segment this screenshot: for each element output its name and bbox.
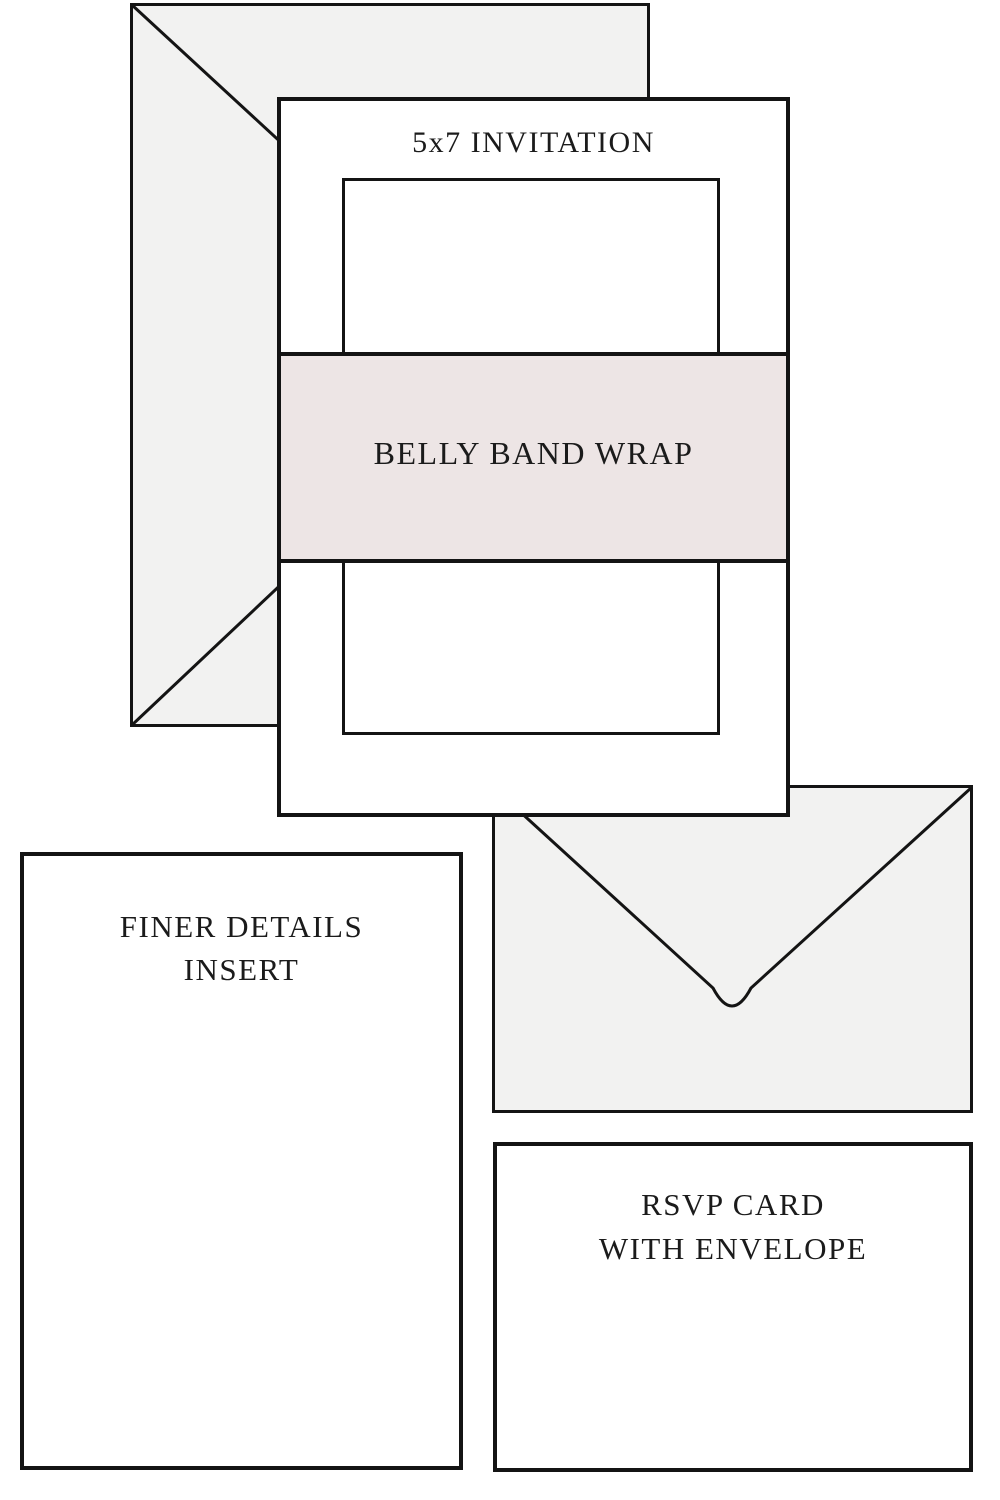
finer-details-label-line1: FINER DETAILS — [119, 909, 364, 944]
rsvp-card: RSVP CARD WITH ENVELOPE — [493, 1142, 973, 1472]
belly-band-label: BELLY BAND WRAP — [373, 435, 694, 471]
finer-details-insert-card: FINER DETAILS INSERT — [20, 852, 463, 1470]
rsvp-label-line1: RSVP CARD — [641, 1187, 825, 1222]
rsvp-label-line2: WITH ENVELOPE — [598, 1231, 868, 1266]
finer-details-label-line2: INSERT — [183, 952, 300, 987]
envelope-flap-icon — [492, 785, 973, 1113]
belly-band-wrap: BELLY BAND WRAP — [277, 352, 790, 563]
invitation-label: 5x7 INVITATION — [412, 126, 655, 159]
